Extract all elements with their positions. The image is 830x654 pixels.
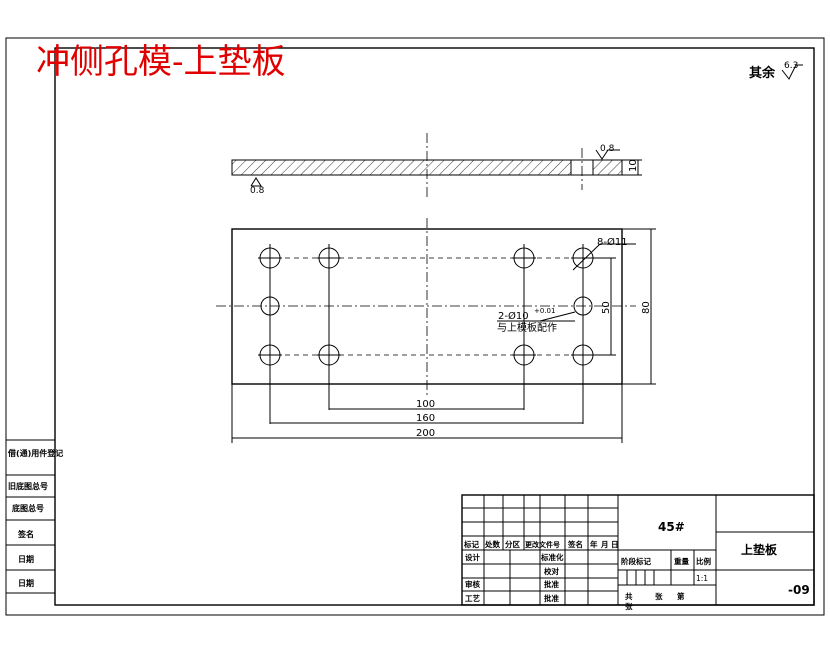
hole-large	[571, 344, 595, 366]
tb-nth: 第	[677, 591, 685, 601]
tb-standardize: 标准化	[540, 552, 564, 562]
tb-row-label: 年	[590, 539, 598, 549]
tb-drawing-no: -09	[788, 583, 810, 597]
label-holes-small-note: 与上模板配作	[497, 321, 557, 334]
roughness-default-icon	[781, 64, 803, 80]
hole-large	[512, 247, 536, 269]
strip-item: 日期	[18, 578, 34, 588]
dim-width-overall: 200	[416, 428, 435, 439]
tb-ratio: 比例	[696, 556, 711, 566]
plate-outline	[231, 228, 623, 385]
tb-sheet-word: 张	[625, 602, 633, 611]
dim-width-inner: 100	[416, 399, 435, 410]
strip-item: 底图总号	[11, 503, 44, 513]
left-strip: 借(通)用件登记 旧底图总号 底图总号 签名 日期 日期	[6, 439, 63, 594]
plan-view: 8-Ø11 2-Ø10 +0.01 与上模板配作 50 80 100 160 2…	[216, 218, 656, 443]
side-view: 10 0.8 0.8	[231, 133, 642, 200]
hole-large	[317, 247, 341, 269]
tb-row-label: 处数	[484, 539, 500, 549]
strip-item: 借(通)用件登记	[7, 448, 63, 458]
tb-part-name: 上垫板	[741, 542, 778, 557]
tb-review: 审核	[465, 579, 480, 589]
tb-weight: 重量	[674, 556, 689, 566]
hole-large	[317, 344, 341, 366]
roughness-default-value: 6.3	[784, 61, 798, 71]
roughness-top-value: 0.8	[600, 144, 615, 154]
inner-border	[54, 47, 815, 606]
tb-craft: 工艺	[465, 593, 480, 603]
drawing-title: 冲侧孔模-上垫板	[36, 42, 286, 82]
tb-approve-seal: 批准	[544, 579, 559, 589]
tb-sheets: 共	[625, 591, 633, 601]
tb-row-label: 更改文件号	[525, 540, 560, 549]
hole-large	[258, 344, 282, 366]
tb-design: 设计	[465, 552, 480, 562]
tb-scale: 1:1	[696, 574, 708, 583]
strip-item: 签名	[17, 529, 34, 539]
strip-item: 日期	[18, 554, 34, 564]
label-holes-small-tol: +0.01	[534, 307, 555, 315]
label-holes-small: 2-Ø10	[498, 310, 529, 322]
hole-small	[573, 294, 593, 318]
outer-border	[5, 37, 825, 616]
tb-row-label: 分区	[505, 539, 520, 549]
dim-height-holes: 50	[601, 301, 612, 314]
roughness-bottom-value: 0.8	[250, 186, 265, 196]
hole-large	[571, 247, 595, 269]
tb-sheet: 张	[655, 592, 663, 601]
tb-approve: 批准	[544, 593, 559, 603]
hole-large	[512, 344, 536, 366]
roughness-top-icon	[595, 149, 620, 160]
tb-row-label: 日	[611, 540, 619, 549]
dim-width-mid: 160	[416, 413, 435, 424]
title-block: 标记 处数 分区 更改文件号 签名 年 月 日 设计 标准化 校对 审核 批准 …	[461, 494, 815, 611]
roughness-default-label: 其余	[749, 65, 776, 81]
tb-stage-mark: 阶段标记	[621, 556, 651, 566]
roughness-bottom-icon	[250, 177, 262, 187]
tb-row-label: 月	[600, 540, 609, 549]
hole-large	[258, 247, 282, 269]
tb-row-label: 标记	[463, 539, 479, 549]
hole-small	[260, 294, 280, 318]
tb-proofread: 校对	[544, 566, 559, 576]
tb-material: 45#	[658, 520, 685, 534]
dim-height-overall: 80	[641, 301, 652, 314]
dim-thickness: 10	[628, 159, 639, 172]
tb-row-label: 签名	[567, 539, 583, 549]
strip-item: 旧底图总号	[8, 481, 48, 491]
label-holes-large: 8-Ø11	[597, 236, 628, 248]
